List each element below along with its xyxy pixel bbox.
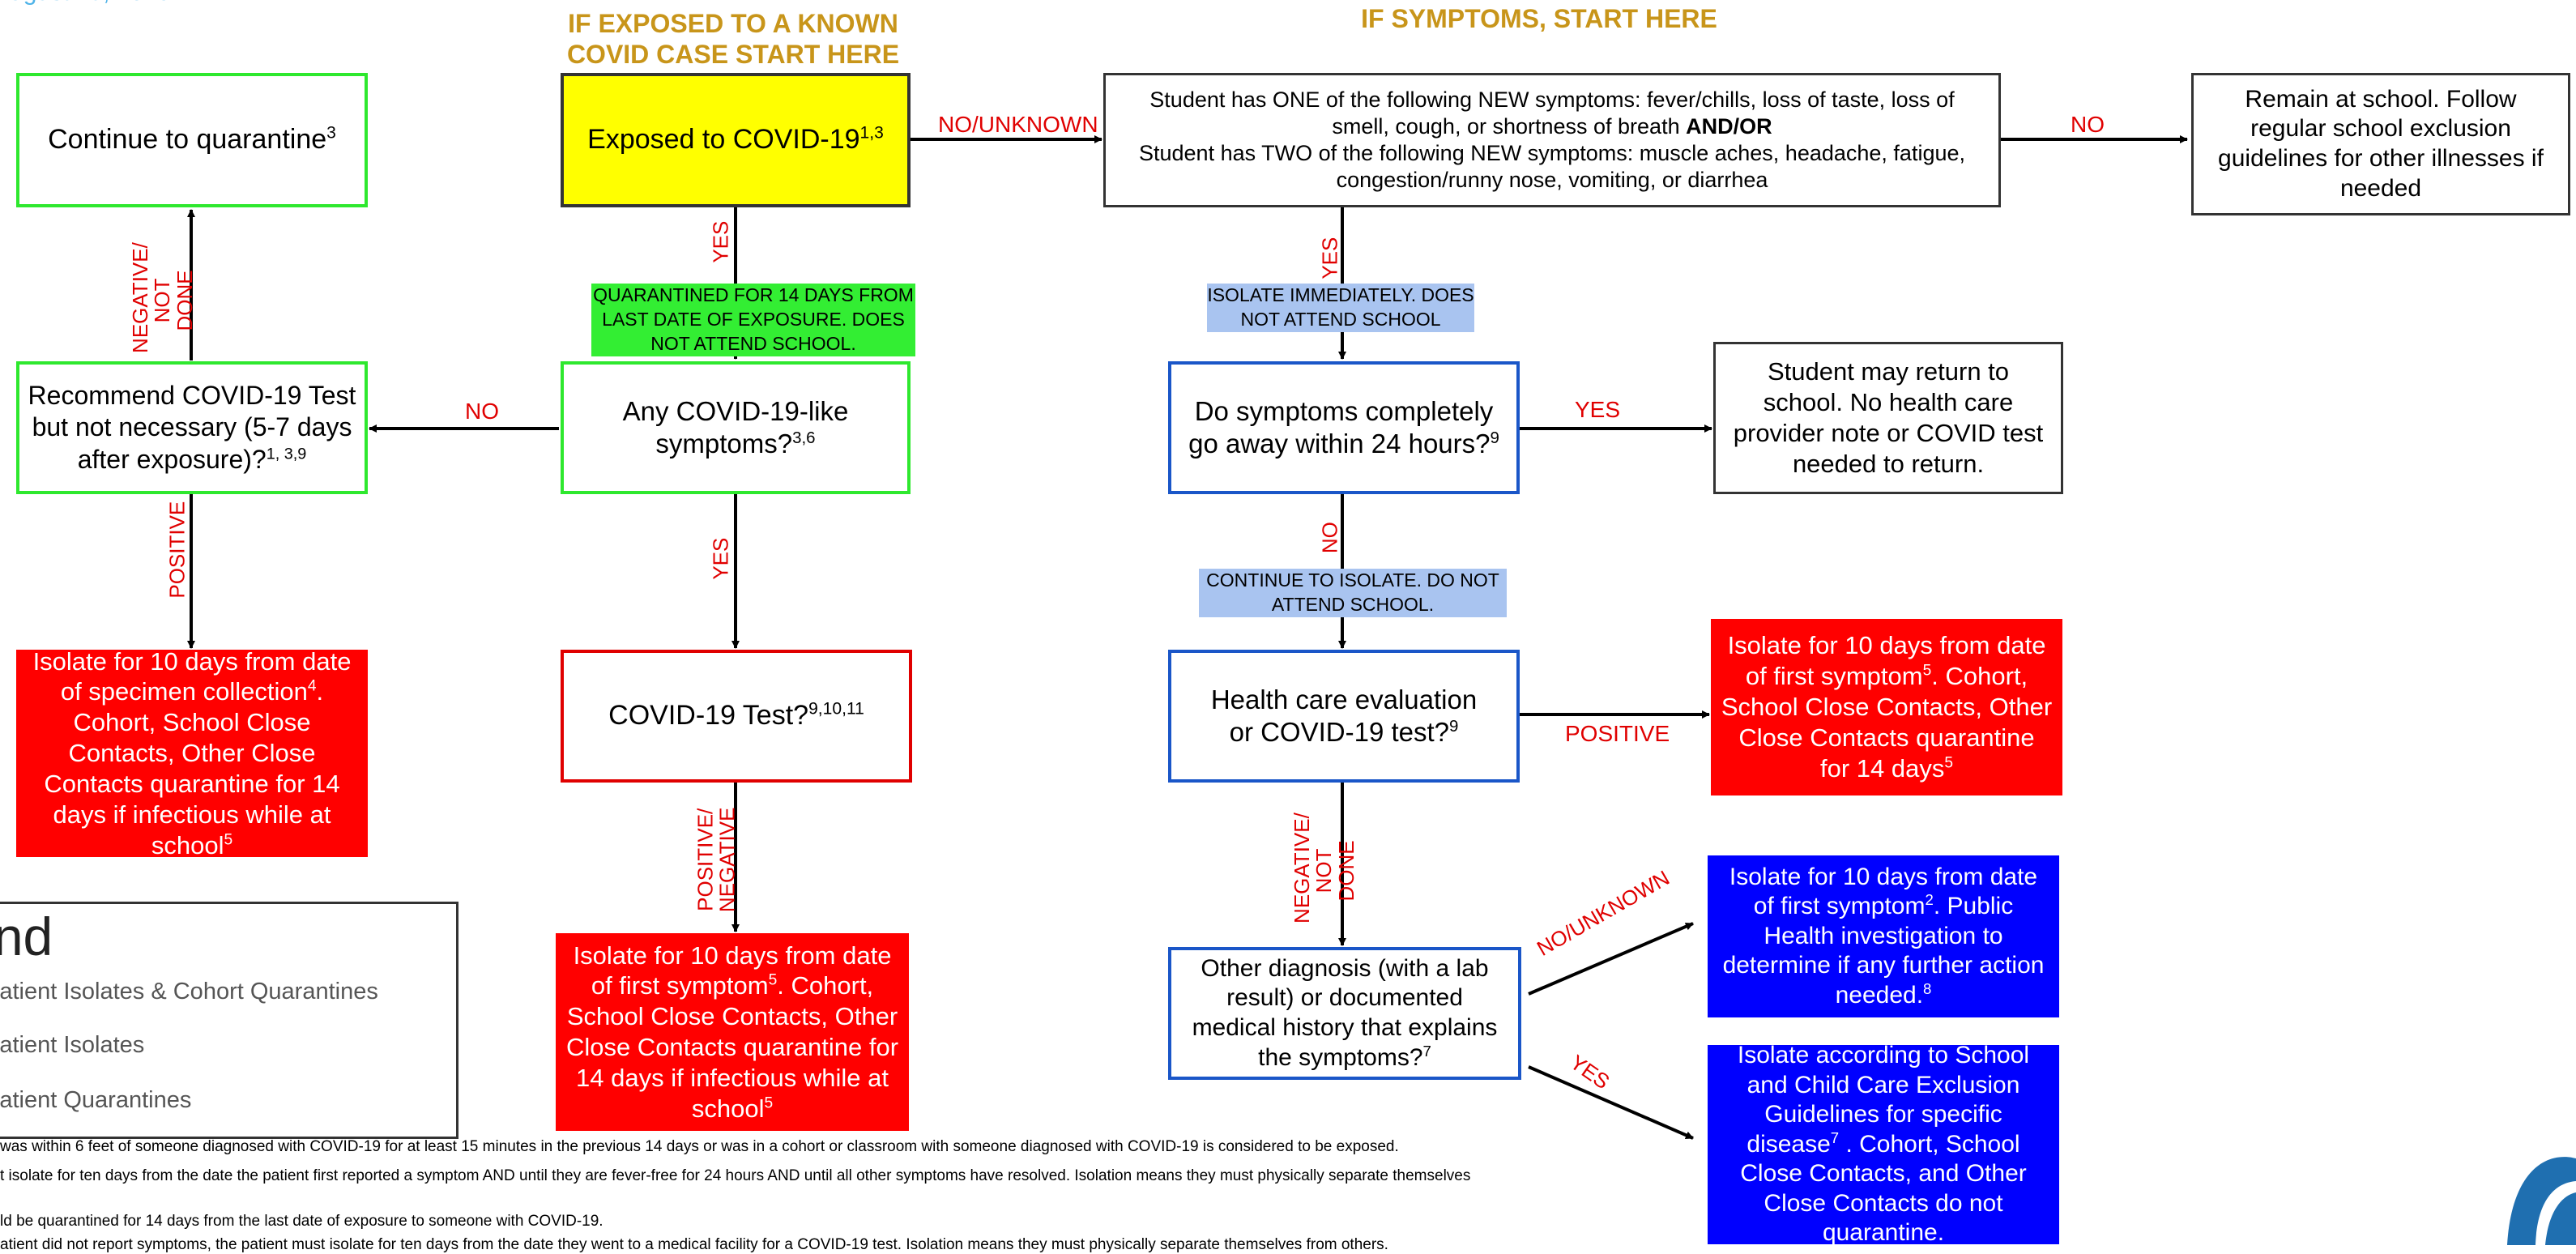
node-continue-quarantine-text: Continue to quarantine3	[48, 123, 336, 156]
node-exposed: Exposed to COVID-191,3	[561, 73, 911, 207]
label-positive-left: POSITIVE	[164, 501, 190, 599]
node-continue-quarantine: Continue to quarantine3	[16, 73, 368, 207]
label-no-unknown-top: NO/UNKNOWN	[938, 112, 1098, 137]
node-isolate-specimen: Isolate for 10 days from date of specime…	[16, 647, 368, 859]
node-symptoms-check-text: Student has ONE of the following NEW sym…	[1139, 87, 1965, 192]
legend-item-quarantines: Patient Quarantines	[0, 1087, 192, 1113]
note-quarantined: QUARANTINED FOR 14 DAYS FROM LAST DATE O…	[591, 284, 915, 356]
label-negative-not-done-right: NEGATIVE/ NOT DONE	[1290, 813, 1358, 923]
legend: Legend Patient Isolates & Cohort Quarant…	[0, 902, 458, 1139]
label-positive-right: POSITIVE	[1565, 721, 1670, 746]
label-no-top: NO	[2071, 112, 2105, 137]
node-covid-test: COVID-19 Test?9,10,11	[561, 650, 912, 783]
node-health-eval: Health care evaluation or COVID-19 test?…	[1168, 650, 1520, 783]
label-positive-negative: POSITIVE/ NEGATIVE	[693, 807, 740, 913]
node-may-return: Student may return to school. No health …	[1713, 342, 2063, 494]
label-no-center: NO	[1317, 522, 1342, 554]
footnote-1: was within 6 feet of someone diagnosed w…	[0, 1138, 1399, 1155]
footnote-3: ld be quarantined for 14 days from the l…	[0, 1213, 603, 1230]
label-yes-symptoms: YES	[1317, 237, 1342, 279]
label-yes-center: YES	[708, 537, 733, 580]
node-exposed-text: Exposed to COVID-191,3	[587, 123, 884, 156]
node-isolate-symptom-center: Isolate for 10 days from date of first s…	[556, 933, 909, 1131]
footnote-2: t isolate for ten days from the date the…	[0, 1167, 1471, 1184]
node-isolate-guidelines: Isolate according to School and Child Ca…	[1708, 1042, 2059, 1246]
logo-icon	[2507, 1157, 2576, 1245]
node-remain-school: Remain at school. Follow regular school …	[2191, 73, 2570, 215]
node-symptoms-away: Do symptoms completely go away within 24…	[1168, 361, 1520, 494]
label-yes-return: YES	[1575, 397, 1621, 422]
label-yes-exposed: YES	[708, 220, 733, 263]
note-isolate-immediately: ISOLATE IMMEDIATELY. DOES NOT ATTEND SCH…	[1207, 284, 1474, 332]
footnote-4: atient did not report symptoms, the pati…	[0, 1236, 1388, 1253]
node-recommend-test: Recommend COVID-19 Test but not necessar…	[16, 361, 368, 494]
node-isolate-symptom-right: Isolate for 10 days from date of first s…	[1711, 619, 2062, 795]
header-exposed: IF EXPOSED TO A KNOWN COVID CASE START H…	[566, 9, 900, 70]
label-no-left: NO	[465, 399, 499, 424]
node-any-symptoms: Any COVID-19-like symptoms?3,6	[561, 361, 911, 494]
edge-other-to-guidelines	[1528, 1065, 1694, 1140]
date-label: August 19, 2020	[0, 0, 171, 6]
note-continue-isolate: CONTINUE TO ISOLATE. DO NOT ATTEND SCHOO…	[1199, 569, 1507, 617]
node-isolate-public-health: Isolate for 10 days from date of first s…	[1708, 855, 2059, 1017]
node-symptoms-check: Student has ONE of the following NEW sym…	[1103, 73, 2001, 207]
legend-item-isolates-cohort: Patient Isolates & Cohort Quarantines	[0, 979, 378, 1004]
edge-other-to-ph	[1528, 922, 1694, 996]
legend-item-isolates: Patient Isolates	[0, 1032, 145, 1058]
label-negative-not-done-left: NEGATIVE/ NOT DONE	[128, 242, 197, 353]
node-other-diagnosis: Other diagnosis (with a lab result) or d…	[1168, 947, 1521, 1080]
legend-title: Legend	[0, 906, 53, 966]
header-symptoms: IF SYMPTOMS, START HERE	[1361, 4, 1717, 33]
